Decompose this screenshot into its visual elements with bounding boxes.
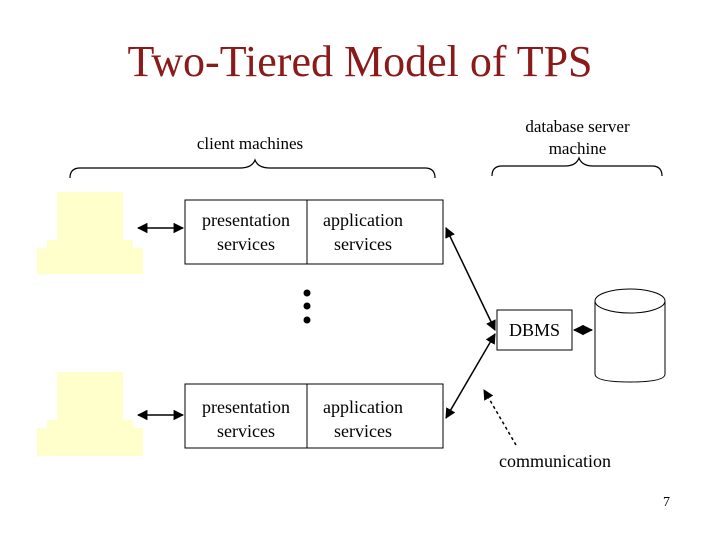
- presentation-services-label-2: presentation services: [202, 397, 290, 441]
- client-1-to-dbms-arrow: [445, 227, 496, 331]
- communication-pointer: [483, 389, 517, 446]
- client-machines-brace: [69, 158, 436, 179]
- application-services-label-2: application services: [323, 397, 403, 441]
- page-number: 7: [663, 495, 670, 510]
- client-machines-label: client machines: [196, 134, 304, 153]
- client-2-to-dbms-arrow: [445, 333, 496, 419]
- dbms-box: [496, 309, 573, 351]
- communication-label: communication: [499, 451, 611, 471]
- client-terminal-1-icon: [37, 192, 143, 274]
- presentation-services-label-1: presentation services: [202, 210, 290, 254]
- ellipsis-dots: [303, 289, 311, 324]
- client-terminal-2-icon: [37, 372, 143, 456]
- slide-title: Two-Tiered Model of TPS: [127, 37, 593, 86]
- application-services-label-1: application services: [323, 210, 403, 254]
- client-box-1: [184, 199, 444, 265]
- dbms-label: DBMS: [508, 320, 561, 340]
- client-box-2: [184, 383, 444, 449]
- database-server-brace: [491, 156, 663, 177]
- database-server-label: database server machine: [525, 117, 630, 158]
- database-cylinder-icon: [594, 288, 666, 383]
